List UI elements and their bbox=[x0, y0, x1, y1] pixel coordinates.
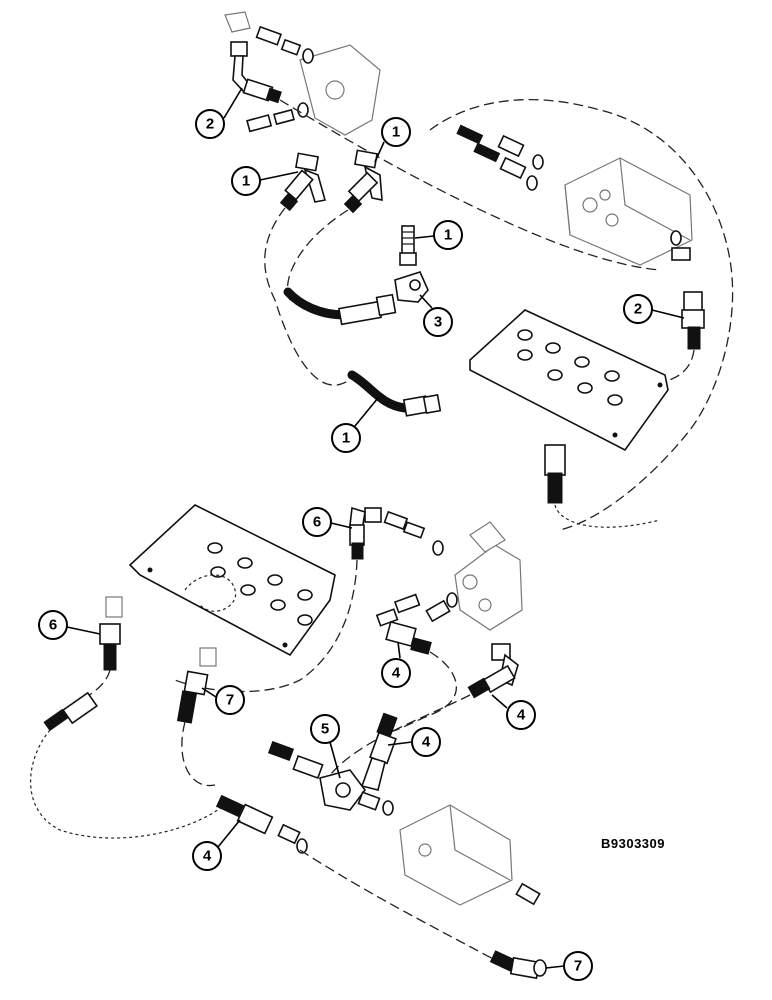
top-small-fittings bbox=[246, 25, 314, 133]
top-small-vertical-fitting bbox=[399, 225, 417, 266]
svg-text:2: 2 bbox=[206, 116, 214, 133]
top-tee-fitting bbox=[394, 271, 429, 303]
bottom-mounting-plate bbox=[128, 504, 336, 657]
svg-text:1: 1 bbox=[342, 430, 350, 447]
bottom-tee-fitting bbox=[267, 740, 394, 816]
svg-text:3: 3 bbox=[434, 314, 442, 331]
callout-bottom-hose-upper: 4 bbox=[381, 641, 411, 688]
svg-text:7: 7 bbox=[226, 692, 234, 709]
svg-text:1: 1 bbox=[242, 173, 250, 190]
callout-bottom-elbow-top: 6 bbox=[302, 507, 353, 537]
callout-top-fitting-small: 1 bbox=[414, 220, 463, 250]
callout-top-fitting-right: 2 bbox=[623, 294, 685, 324]
top-left-elbow-fitting bbox=[230, 41, 282, 104]
callout-bottom-fitting-left: 6 bbox=[38, 610, 101, 640]
bottom-top-elbow-fitting bbox=[349, 506, 382, 560]
top-long-hose bbox=[347, 370, 442, 417]
callout-top-elbow-left: 1 bbox=[231, 166, 299, 196]
top-short-hose bbox=[283, 287, 397, 326]
top-valve-fittings bbox=[456, 124, 691, 261]
bottom-left-straight-fitting bbox=[99, 596, 123, 671]
callout-top-fitting-left: 2 bbox=[195, 87, 243, 139]
callout-top-tee: 3 bbox=[419, 294, 453, 337]
top-left-valve-body bbox=[224, 11, 381, 136]
svg-text:5: 5 bbox=[321, 721, 329, 738]
callout-bottom-fitting-lower: 4 bbox=[192, 819, 241, 871]
svg-text:4: 4 bbox=[517, 707, 526, 724]
svg-text:4: 4 bbox=[203, 848, 212, 865]
bottom-upper-hose-fitting bbox=[385, 620, 432, 655]
top-right-straight-fitting bbox=[681, 291, 705, 350]
svg-text:7: 7 bbox=[574, 958, 582, 975]
svg-text:4: 4 bbox=[392, 665, 401, 682]
callout-bottom-elbow-right: 4 bbox=[491, 694, 536, 730]
figure-reference-number: B9303309 bbox=[601, 836, 665, 851]
bottom-mid-elbow-fitting bbox=[360, 712, 398, 791]
callout-top-hose: 1 bbox=[331, 397, 379, 453]
bottom-lower-hose-fitting bbox=[215, 794, 308, 854]
top-elbow-fitting-left bbox=[279, 152, 327, 212]
callout-bottom-fitting-mid: 7 bbox=[201, 685, 245, 715]
callout-bottom-elbow-mid: 4 bbox=[387, 727, 441, 757]
top-control-valve bbox=[564, 157, 693, 266]
svg-text:4: 4 bbox=[422, 734, 431, 751]
bottom-valve-body bbox=[454, 521, 523, 631]
callout-bottom-elbow-end: 7 bbox=[545, 951, 593, 981]
bottom-right-elbow-fitting bbox=[467, 643, 519, 699]
svg-text:1: 1 bbox=[392, 124, 400, 141]
svg-text:2: 2 bbox=[634, 301, 642, 318]
svg-text:6: 6 bbox=[313, 514, 321, 531]
top-loose-fitting bbox=[544, 444, 566, 504]
bottom-end-elbow-fitting bbox=[489, 950, 547, 980]
top-elbow-fitting-right bbox=[343, 149, 383, 214]
callout-top-elbow-right: 1 bbox=[374, 117, 411, 163]
callout-bottom-tee: 5 bbox=[310, 714, 341, 779]
bottom-mid-straight-fitting bbox=[176, 647, 217, 724]
bottom-top-small-fittings bbox=[375, 510, 458, 627]
svg-text:6: 6 bbox=[49, 617, 57, 634]
bottom-left-angled-fitting bbox=[43, 691, 98, 732]
svg-text:1: 1 bbox=[444, 227, 452, 244]
bottom-right-valve-body bbox=[399, 804, 541, 906]
top-mounting-plate bbox=[469, 309, 669, 452]
